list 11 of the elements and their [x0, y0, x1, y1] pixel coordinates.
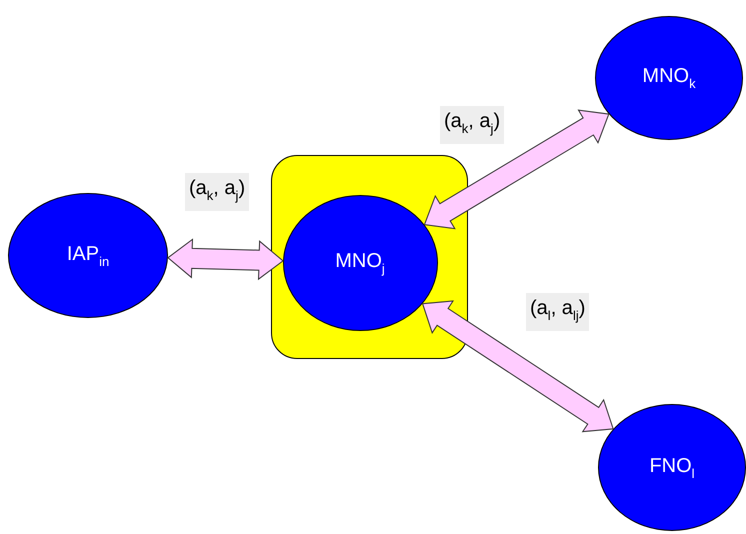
edge-label: (a$_{k}$, a$_{j}$) [440, 106, 504, 144]
edge-label: (a$_{k}$, a$_{j}$) [185, 173, 250, 211]
double-arrow [167, 238, 284, 280]
node-label: MNO$_{k}$ [642, 65, 696, 91]
rounded-panel [271, 155, 468, 359]
node-label: IAP$_{in}$ [66, 242, 110, 268]
edge-label: (a$_{l}$, a$_{lj}$) [526, 293, 590, 331]
double-arrow [424, 109, 610, 230]
double-arrow [422, 300, 614, 432]
node-label: FNO$_{l}$ [649, 454, 695, 480]
node-label: MNO$_{j}$ [335, 250, 385, 276]
